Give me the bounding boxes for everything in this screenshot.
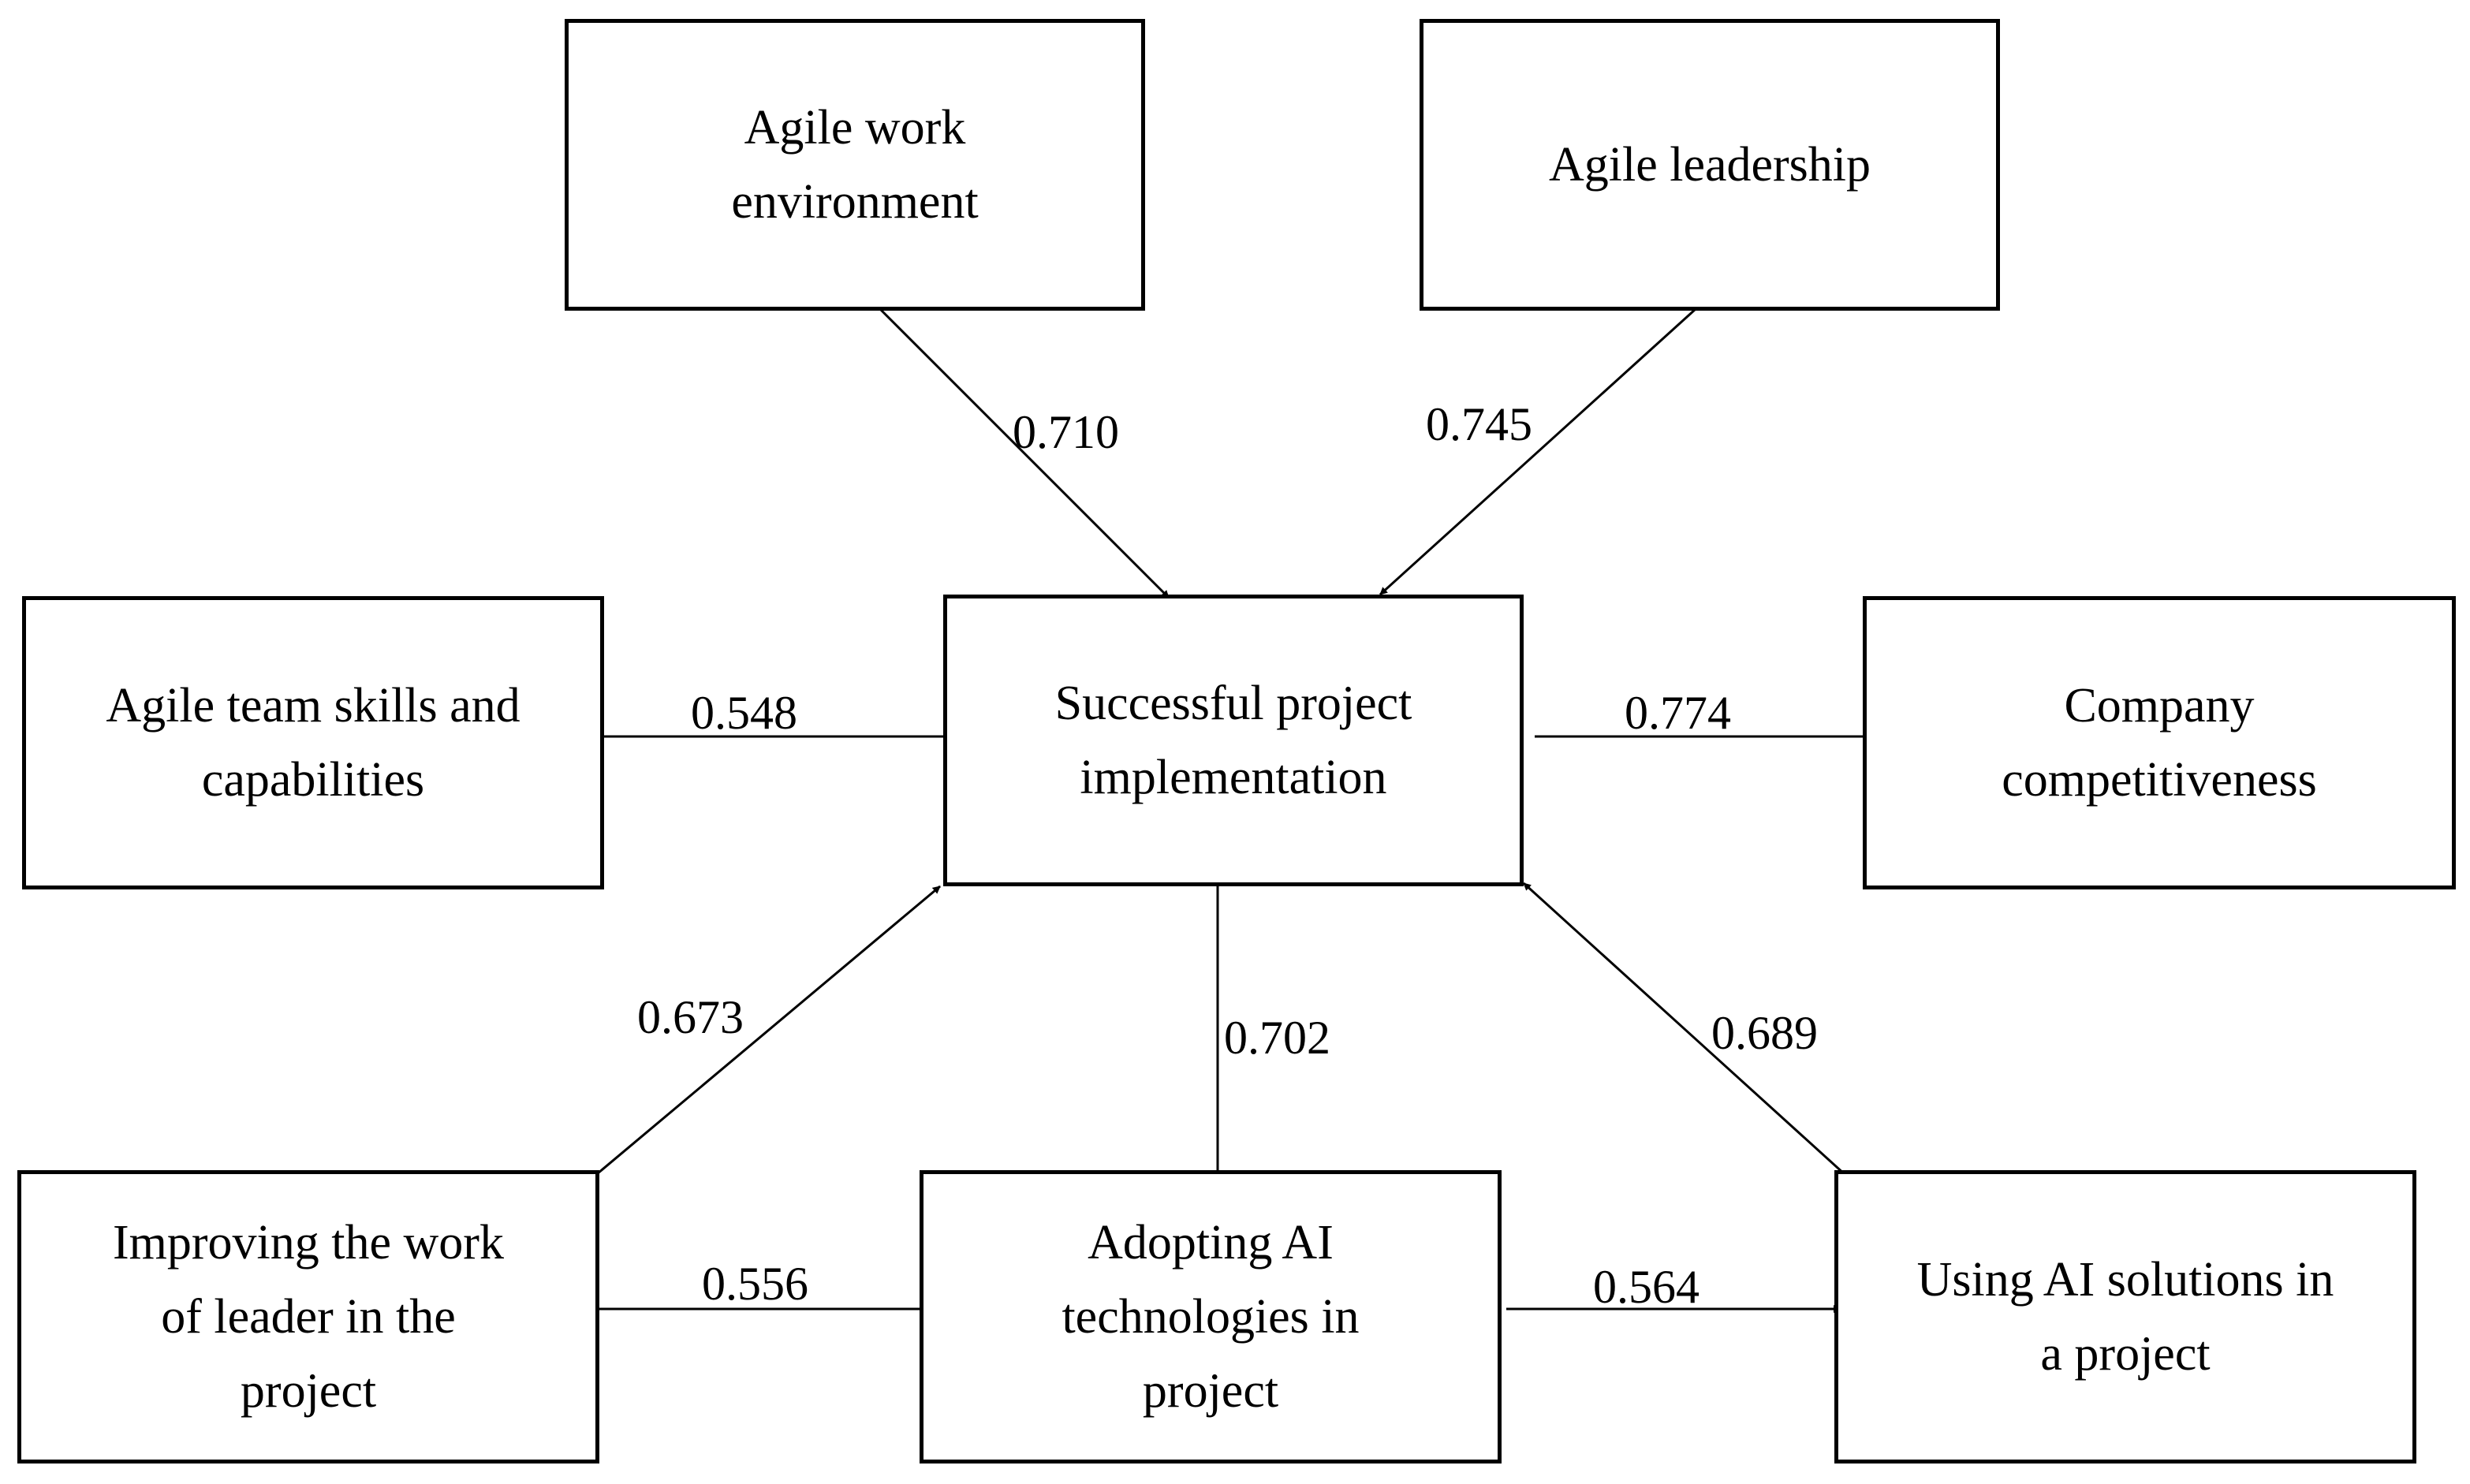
coef-work-env-to-success: 0.710 [1013,406,1119,458]
node-label-adopting-ai-technologies: Adopting AI technologies in project [1062,1216,1360,1418]
node-agile-team-skills: Agile team skills and capabilities [22,596,604,889]
node-company-competitiveness: Company competitiveness [1863,596,2456,889]
coef-team-skills-to-success: 0.548 [691,687,797,739]
arrow-leader-work-to-success [597,885,941,1175]
node-using-ai-solutions: Using AI solutions in a project [1834,1170,2416,1463]
node-label-using-ai-solutions: Using AI solutions in a project [1916,1253,2334,1381]
node-label-improving-leader-work: Improving the work of leader in the proj… [113,1216,504,1418]
coef-adopting-ai-to-success: 0.702 [1224,1012,1330,1064]
node-successful-project-implementation: Successful project implementation [943,595,1524,886]
coef-adopting-ai-to-using-ai: 0.564 [1593,1261,1700,1313]
arrow-work-env-to-success [879,308,1170,599]
node-label-agile-leadership: Agile leadership [1548,138,1871,192]
node-label-agile-work-environment: Agile work environment [731,101,979,229]
coef-leader-work-to-success: 0.673 [637,991,744,1043]
arrow-using-ai-to-success [1522,882,1847,1176]
node-improving-leader-work: Improving the work of leader in the proj… [17,1170,599,1463]
node-agile-work-environment: Agile work environment [565,19,1145,311]
node-agile-leadership: Agile leadership [1420,19,2000,311]
coef-adopting-ai-to-leader-work: 0.556 [702,1258,808,1310]
node-label-agile-team-skills: Agile team skills and capabilities [106,679,520,807]
node-adopting-ai-technologies: Adopting AI technologies in project [920,1170,1502,1463]
coef-using-ai-to-success: 0.689 [1711,1007,1818,1059]
node-label-successful-project-implementation: Successful project implementation [1054,677,1412,804]
coef-success-to-competitiveness: 0.774 [1625,687,1731,739]
arrow-leadership-to-success [1379,308,1697,596]
coef-leadership-to-success: 0.745 [1426,398,1532,450]
node-label-company-competitiveness: Company competitiveness [2002,679,2317,807]
